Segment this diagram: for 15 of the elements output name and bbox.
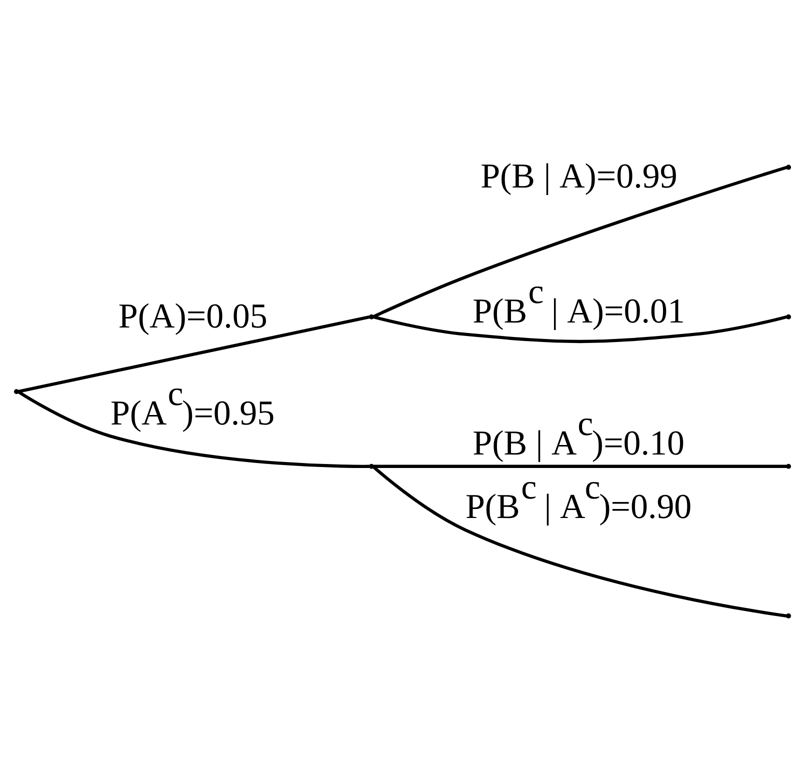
node-point xyxy=(368,314,374,320)
node-point xyxy=(786,314,792,320)
connector xyxy=(372,315,788,344)
connector xyxy=(17,390,370,468)
node-point xyxy=(786,464,792,469)
edge-label: P(A)=0.05 xyxy=(118,296,268,336)
connector xyxy=(372,166,788,318)
node-point xyxy=(786,164,792,170)
connector xyxy=(372,465,787,618)
node-point xyxy=(14,389,19,394)
node-point xyxy=(368,464,374,469)
connector xyxy=(373,464,787,468)
edge-label: P(B | A)=0.99 xyxy=(480,156,678,196)
connector xyxy=(18,315,370,394)
node-point xyxy=(786,613,792,618)
